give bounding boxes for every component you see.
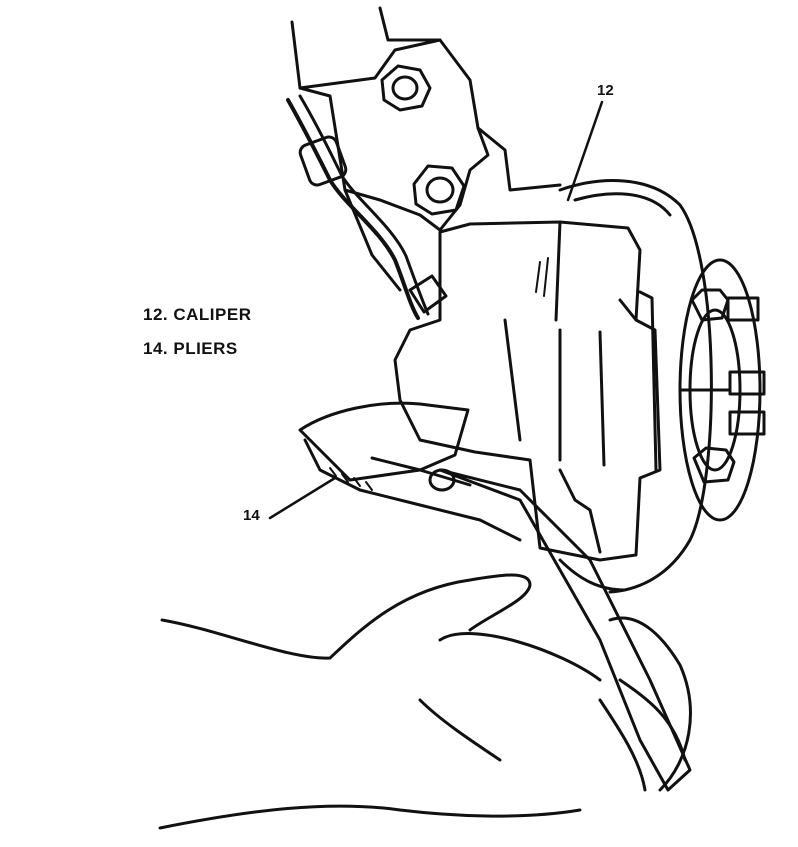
caliper-body xyxy=(393,220,662,562)
hand xyxy=(158,573,692,830)
legend-item-caliper: 12. CALIPER xyxy=(143,305,252,324)
steering-knuckle xyxy=(290,6,562,292)
wheel-stud-2 xyxy=(678,370,766,396)
wheel-stud-3 xyxy=(728,410,766,436)
brake-hose xyxy=(286,94,448,320)
wheel-stud-4 xyxy=(692,446,736,484)
mounting-bolt-upper xyxy=(380,64,432,112)
brake-rotor xyxy=(558,179,713,594)
leader-line-caliper xyxy=(566,100,604,202)
callout-number-pliers: 14 xyxy=(243,507,260,524)
mounting-bolt-lower xyxy=(412,164,466,216)
pliers xyxy=(298,401,692,792)
callout-number-caliper: 12 xyxy=(597,82,614,99)
wheel-stud-1 xyxy=(690,288,760,322)
legend-item-pliers: 14. PLIERS xyxy=(143,339,238,358)
legend: 12. CALIPER 14. PLIERS xyxy=(143,298,251,366)
leader-line-pliers xyxy=(268,476,337,520)
